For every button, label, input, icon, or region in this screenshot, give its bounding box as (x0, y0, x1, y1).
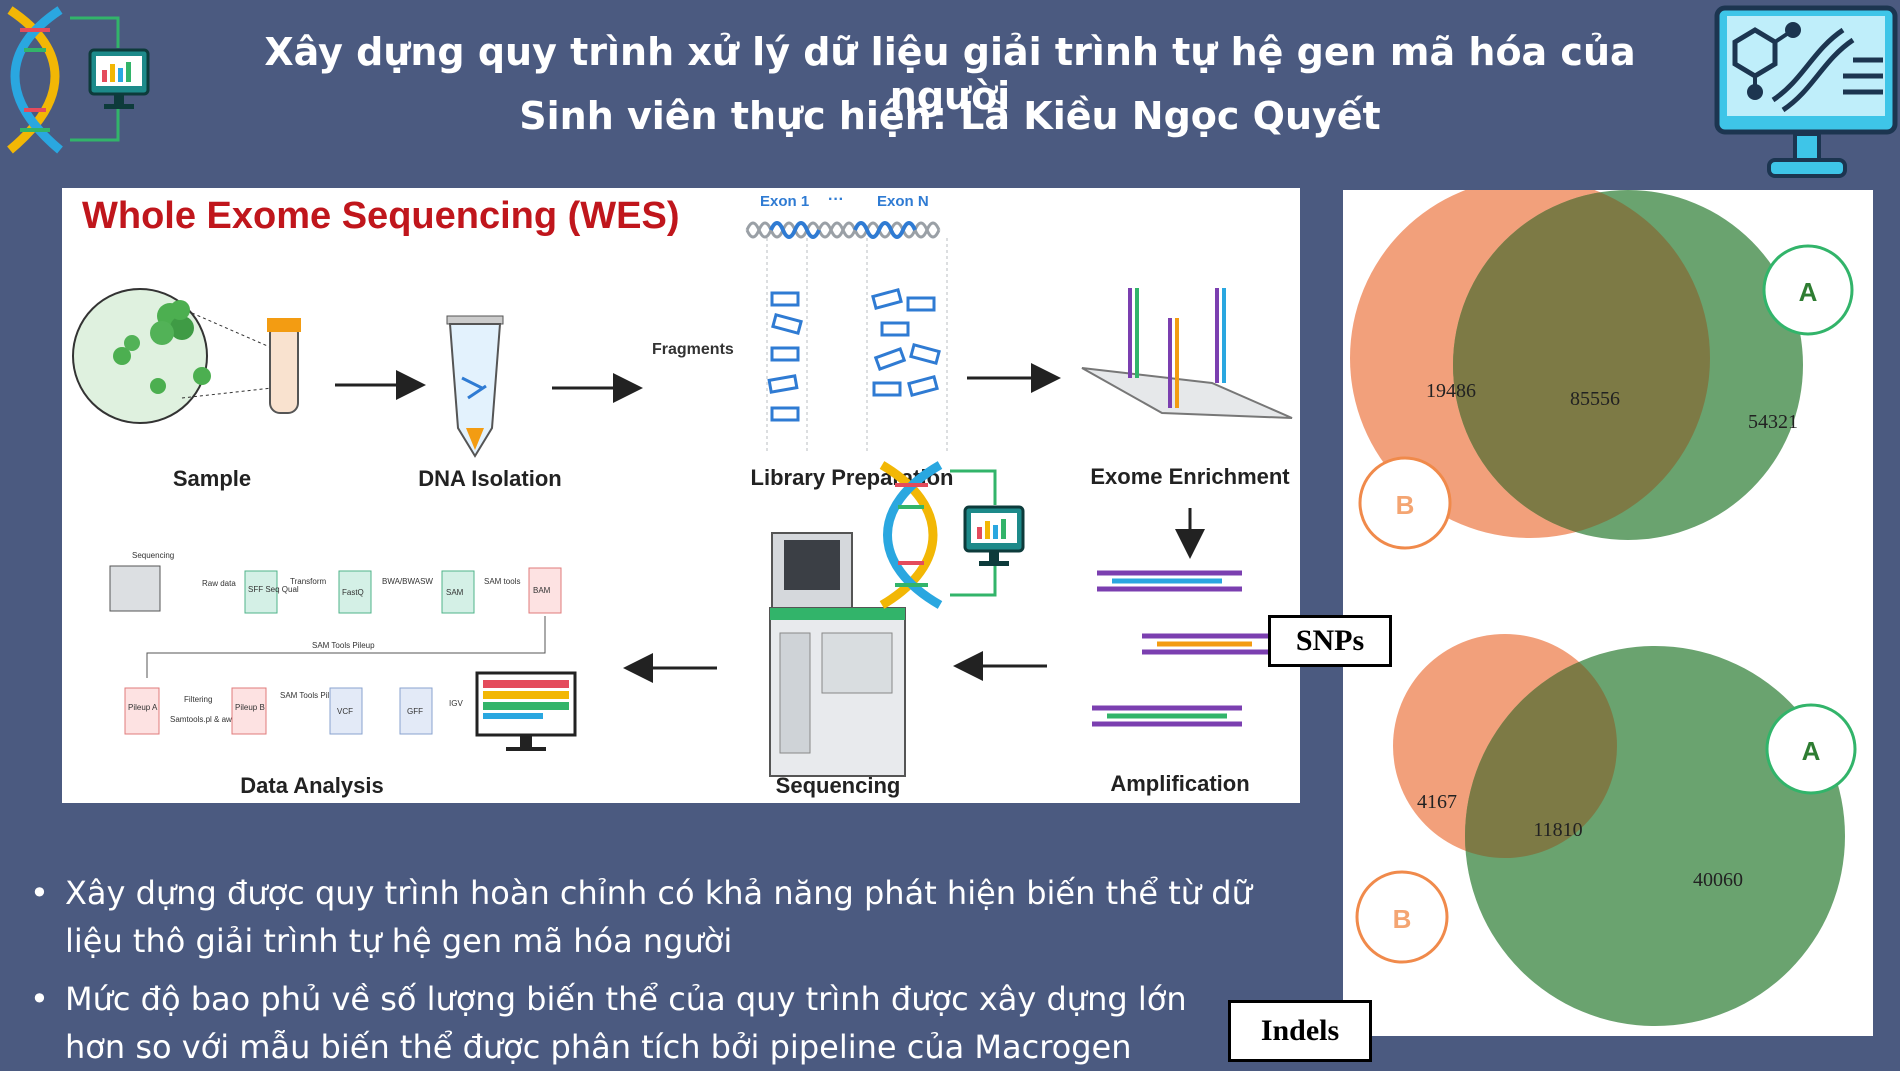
label-b-circle (1358, 456, 1452, 550)
bullet-mark: • (30, 874, 49, 912)
label-a-circle (1765, 703, 1857, 795)
dna-helix-icon (7, 6, 63, 154)
dna-isolation-tube (446, 315, 504, 458)
svg-text:IGV: IGV (449, 699, 463, 708)
svg-text:VCF: VCF (337, 707, 353, 716)
svg-text:Raw data: Raw data (202, 579, 236, 588)
venn-overlap-value: 85556 (1570, 388, 1620, 410)
dna-fragments (767, 288, 941, 422)
bullet-2-line1: Mức độ bao phủ về số lượng biến thể của … (65, 980, 1187, 1018)
label-a-circle (1762, 244, 1854, 336)
svg-text:SAM Tools Pileup: SAM Tools Pileup (312, 641, 375, 650)
venn-snps-panel: A B 19486 85556 54321 (1343, 178, 1873, 618)
bullet-item-2: • Mức độ bao phủ về số lượng biến thể củ… (30, 975, 1210, 1071)
venn-only-a-value: 40060 (1693, 869, 1743, 891)
sample-illustration (72, 288, 301, 424)
svg-text:Samtools.pl & awk: Samtools.pl & awk (170, 715, 237, 724)
venn-only-a-value: 54321 (1748, 411, 1798, 433)
svg-text:GFF: GFF (407, 707, 423, 716)
computer-dna-icon (1714, 5, 1898, 178)
venn-label-a: A (1799, 277, 1818, 307)
exon-last-label: Exon N (877, 193, 929, 210)
venn-label-b: B (1393, 904, 1412, 934)
amplification-strands (1092, 570, 1272, 727)
venn-overlap (1453, 190, 1710, 538)
svg-text:SFF Seq Qual: SFF Seq Qual (248, 585, 299, 594)
exon-dots-label: ··· (828, 191, 844, 208)
overlay-dna-monitor-icon (879, 461, 1025, 609)
dna-monitor-logo (7, 6, 150, 154)
wes-title: Whole Exome Sequencing (WES) (82, 195, 680, 237)
svg-text:Pileup B: Pileup B (235, 703, 265, 712)
label-b-circle (1355, 870, 1449, 964)
svg-text:Transform: Transform (290, 577, 326, 586)
svg-text:Sequencing: Sequencing (132, 551, 174, 560)
bullet-mark: • (30, 980, 49, 1018)
svg-text:Pileup A: Pileup A (128, 703, 158, 712)
exome-enrichment-slide (1081, 288, 1293, 419)
wes-diagram-panel: Whole Exome Sequencing (WES) Exon 1 ··· … (62, 188, 1300, 803)
svg-text:SAM: SAM (446, 588, 464, 597)
exon-first-label: Exon 1 (760, 193, 809, 210)
step-dna-isolation-label: DNA Isolation (418, 466, 561, 491)
bullet-item-1: • Xây dựng được quy trình hoàn chỉnh có … (30, 869, 1270, 969)
bullet-1-line1: Xây dựng được quy trình hoàn chỉnh có kh… (65, 874, 1252, 912)
svg-text:SAM Tools Pileup: SAM Tools Pileup (280, 691, 343, 700)
step-exome-enrichment-label: Exome Enrichment (1090, 464, 1290, 489)
step-sequencing-label: Sequencing (776, 773, 901, 798)
svg-text:BWA/BWASW: BWA/BWASW (382, 577, 433, 586)
bullet-1-line2: liệu thô giải trình tự hệ gen mã hóa ngư… (65, 922, 733, 960)
step-data-analysis-label: Data Analysis (240, 773, 383, 798)
venn-only-b-value: 4167 (1417, 791, 1457, 813)
sequencer-machine (769, 532, 906, 777)
venn-label-b: B (1396, 490, 1415, 520)
step-sample-label: Sample (173, 466, 251, 491)
svg-text:FastQ: FastQ (342, 588, 364, 597)
page-title: Xây dựng quy trình xử lý dữ liệu giải tr… (264, 30, 1636, 118)
bullet-2-line2: hơn so với mẫu biến thể được phân tích b… (65, 1028, 1132, 1066)
venn-indels-panel: A B 4167 11810 40060 (1343, 618, 1873, 1036)
svg-text:BAM: BAM (533, 586, 551, 595)
svg-text:SAM tools: SAM tools (484, 577, 520, 586)
exon-dna-strand (745, 221, 941, 239)
venn-only-b-value: 19486 (1426, 380, 1476, 402)
venn-label-a: A (1802, 736, 1821, 766)
fragments-label: Fragments (652, 341, 734, 358)
monitor-chart-icon (88, 48, 150, 109)
snps-tag: SNPs (1268, 615, 1392, 667)
venn-overlap (1465, 646, 1617, 858)
svg-text:Filtering: Filtering (184, 695, 212, 704)
page-subtitle: Sinh viên thực hiện: Lã Kiều Ngọc Quyết (519, 94, 1381, 138)
indels-tag: Indels (1228, 1000, 1372, 1062)
venn-overlap-value: 11810 (1533, 819, 1582, 841)
step-amplification-label: Amplification (1110, 771, 1249, 796)
data-analysis-pipeline: Sequencing Raw data SFF Seq Qual Transfo… (109, 551, 577, 751)
